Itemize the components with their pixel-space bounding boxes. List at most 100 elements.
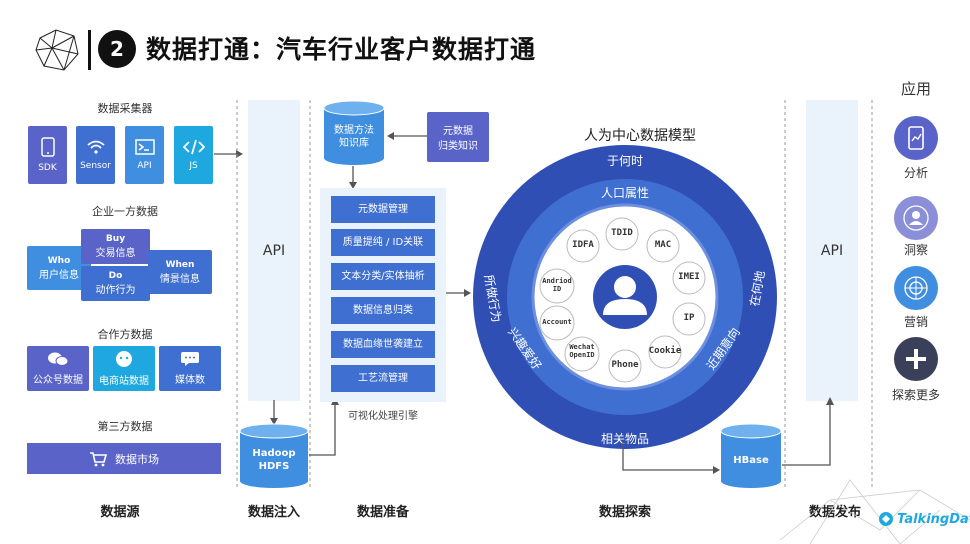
insight-app[interactable] [894,196,938,240]
wifi-icon [86,140,105,154]
when-en: When [165,259,195,270]
kb-down-arrow [349,166,357,189]
first-party-label: 企业一方数据 [92,205,158,218]
ingest-api-panel [248,100,300,401]
media-tile: 媒体数 [159,346,221,391]
partner-label: 合作方数据 [97,328,153,341]
metadata-knowledge-tile: 元数据 归类知识 [427,112,489,162]
model-title: 人为中心数据模型 [584,128,696,144]
when-zh: 情景信息 [160,273,200,285]
stage-publish: 数据发布 [808,505,861,520]
id-label-imei: IMEI [678,272,700,282]
prep-to-model-arrow [446,289,471,297]
cart-icon [90,451,107,466]
when-tile: When 情景信息 [148,250,212,294]
ring-demographic: 人口属性 [600,186,649,200]
source-arrow [214,150,243,158]
chat-bubbles-icon [48,352,69,366]
hbase-label: HBase [733,455,769,466]
node-android [539,268,575,304]
analyze-app[interactable] [894,116,938,160]
explore-more-label: 探索更多 [891,388,940,402]
ingest-api-label: API [262,243,286,259]
id-label-mac: MAC [654,240,672,250]
explore-more-app[interactable] [894,337,938,381]
sdk-label: SDK [38,163,57,173]
step-workflow: 工艺流管理 [331,365,435,392]
api-tile: API [125,126,164,184]
title-divider [88,30,91,70]
api-label: API [137,161,152,171]
who-tile: Who 用户信息 [27,246,91,290]
do-zh: 动作行为 [95,285,136,296]
ecommerce-tile: 电商站数据 [93,346,155,391]
apps-title: 应用 [900,80,931,98]
data-market-tile: 数据市场 [27,443,221,474]
ring-when: 于何时 [606,154,643,168]
model-to-hbase-arrow [622,442,720,474]
network-logo-icon [35,29,79,71]
wechat-label: 公众号数据 [33,375,83,386]
stage-ingest: 数据注入 [247,505,300,520]
marketing-app[interactable] [894,266,938,310]
hdfs-label: Hadoop HDFS [252,448,296,472]
do-en: Do [108,271,123,281]
network-decoration [779,479,970,544]
node-tdid [605,217,639,251]
face-icon [116,351,132,367]
step-lineage: 数据血缘世袭建立 [331,331,435,358]
node-phone [608,349,642,383]
stage-explore: 数据探索 [598,505,651,520]
wechat-tile: 公众号数据 [27,346,89,391]
buy-en: Buy [105,234,126,244]
id-label-tdid: TDID [611,228,633,238]
page-title: 数据打通：汽车行业客户数据打通 [146,35,537,64]
sdk-tile: SDK [28,126,67,184]
third-party-label: 第三方数据 [97,420,153,433]
node-imei [672,261,706,295]
sensor-label: Sensor [80,161,111,171]
meta-to-kb-arrow [387,132,427,140]
node-ip [672,302,706,336]
message-icon [181,352,199,366]
who-zh: 用户信息 [39,269,79,281]
knowledge-base-label: 数据方法 知识库 [334,125,374,149]
sensor-tile: Sensor [76,126,115,184]
analyze-label: 分析 [903,166,928,180]
hbase-cylinder [720,423,782,488]
id-label-idfa: IDFA [572,240,594,250]
stage-source: 数据源 [100,505,140,520]
engine-label: 可视化处理引擎 [348,411,418,422]
id-label-android: Andriod ID [542,277,572,293]
collector-label: 数据采集器 [97,102,153,115]
node-mac [646,229,680,263]
id-label-phone: Phone [611,360,639,370]
data-market-label: 数据市场 [115,452,159,466]
talkingdata-logo: TalkingData [878,511,970,527]
marketing-label: 营销 [903,315,928,329]
node-idfa [566,229,600,263]
hbase-to-api-arrow [782,397,834,466]
ecommerce-label: 电商站数据 [99,376,149,387]
publish-api-label: API [820,243,844,259]
js-tile: JS [174,126,213,184]
id-label-ip: IP [683,313,695,323]
id-label-account: Account [542,318,572,326]
node-cookie [648,335,682,369]
step-categorize: 数据信息归类 [331,297,435,324]
plus-icon [906,349,926,369]
mobile-chart-icon [908,126,924,150]
node-wechat [564,336,600,372]
person-icon [603,276,647,315]
id-nodes [539,217,706,383]
knowledge-base-cylinder [323,100,385,165]
hdfs-to-prep-arrow [309,397,339,456]
step-quality: 质量提纯 / ID关联 [331,229,435,256]
who-en: Who [47,255,71,266]
stage-prep: 数据准备 [356,505,409,520]
user-target-icon [903,205,929,231]
id-label-cookie: Cookie [648,346,682,356]
step-text-classify: 文本分类/实体抽析 [331,263,435,290]
insight-label: 洞察 [903,243,928,257]
